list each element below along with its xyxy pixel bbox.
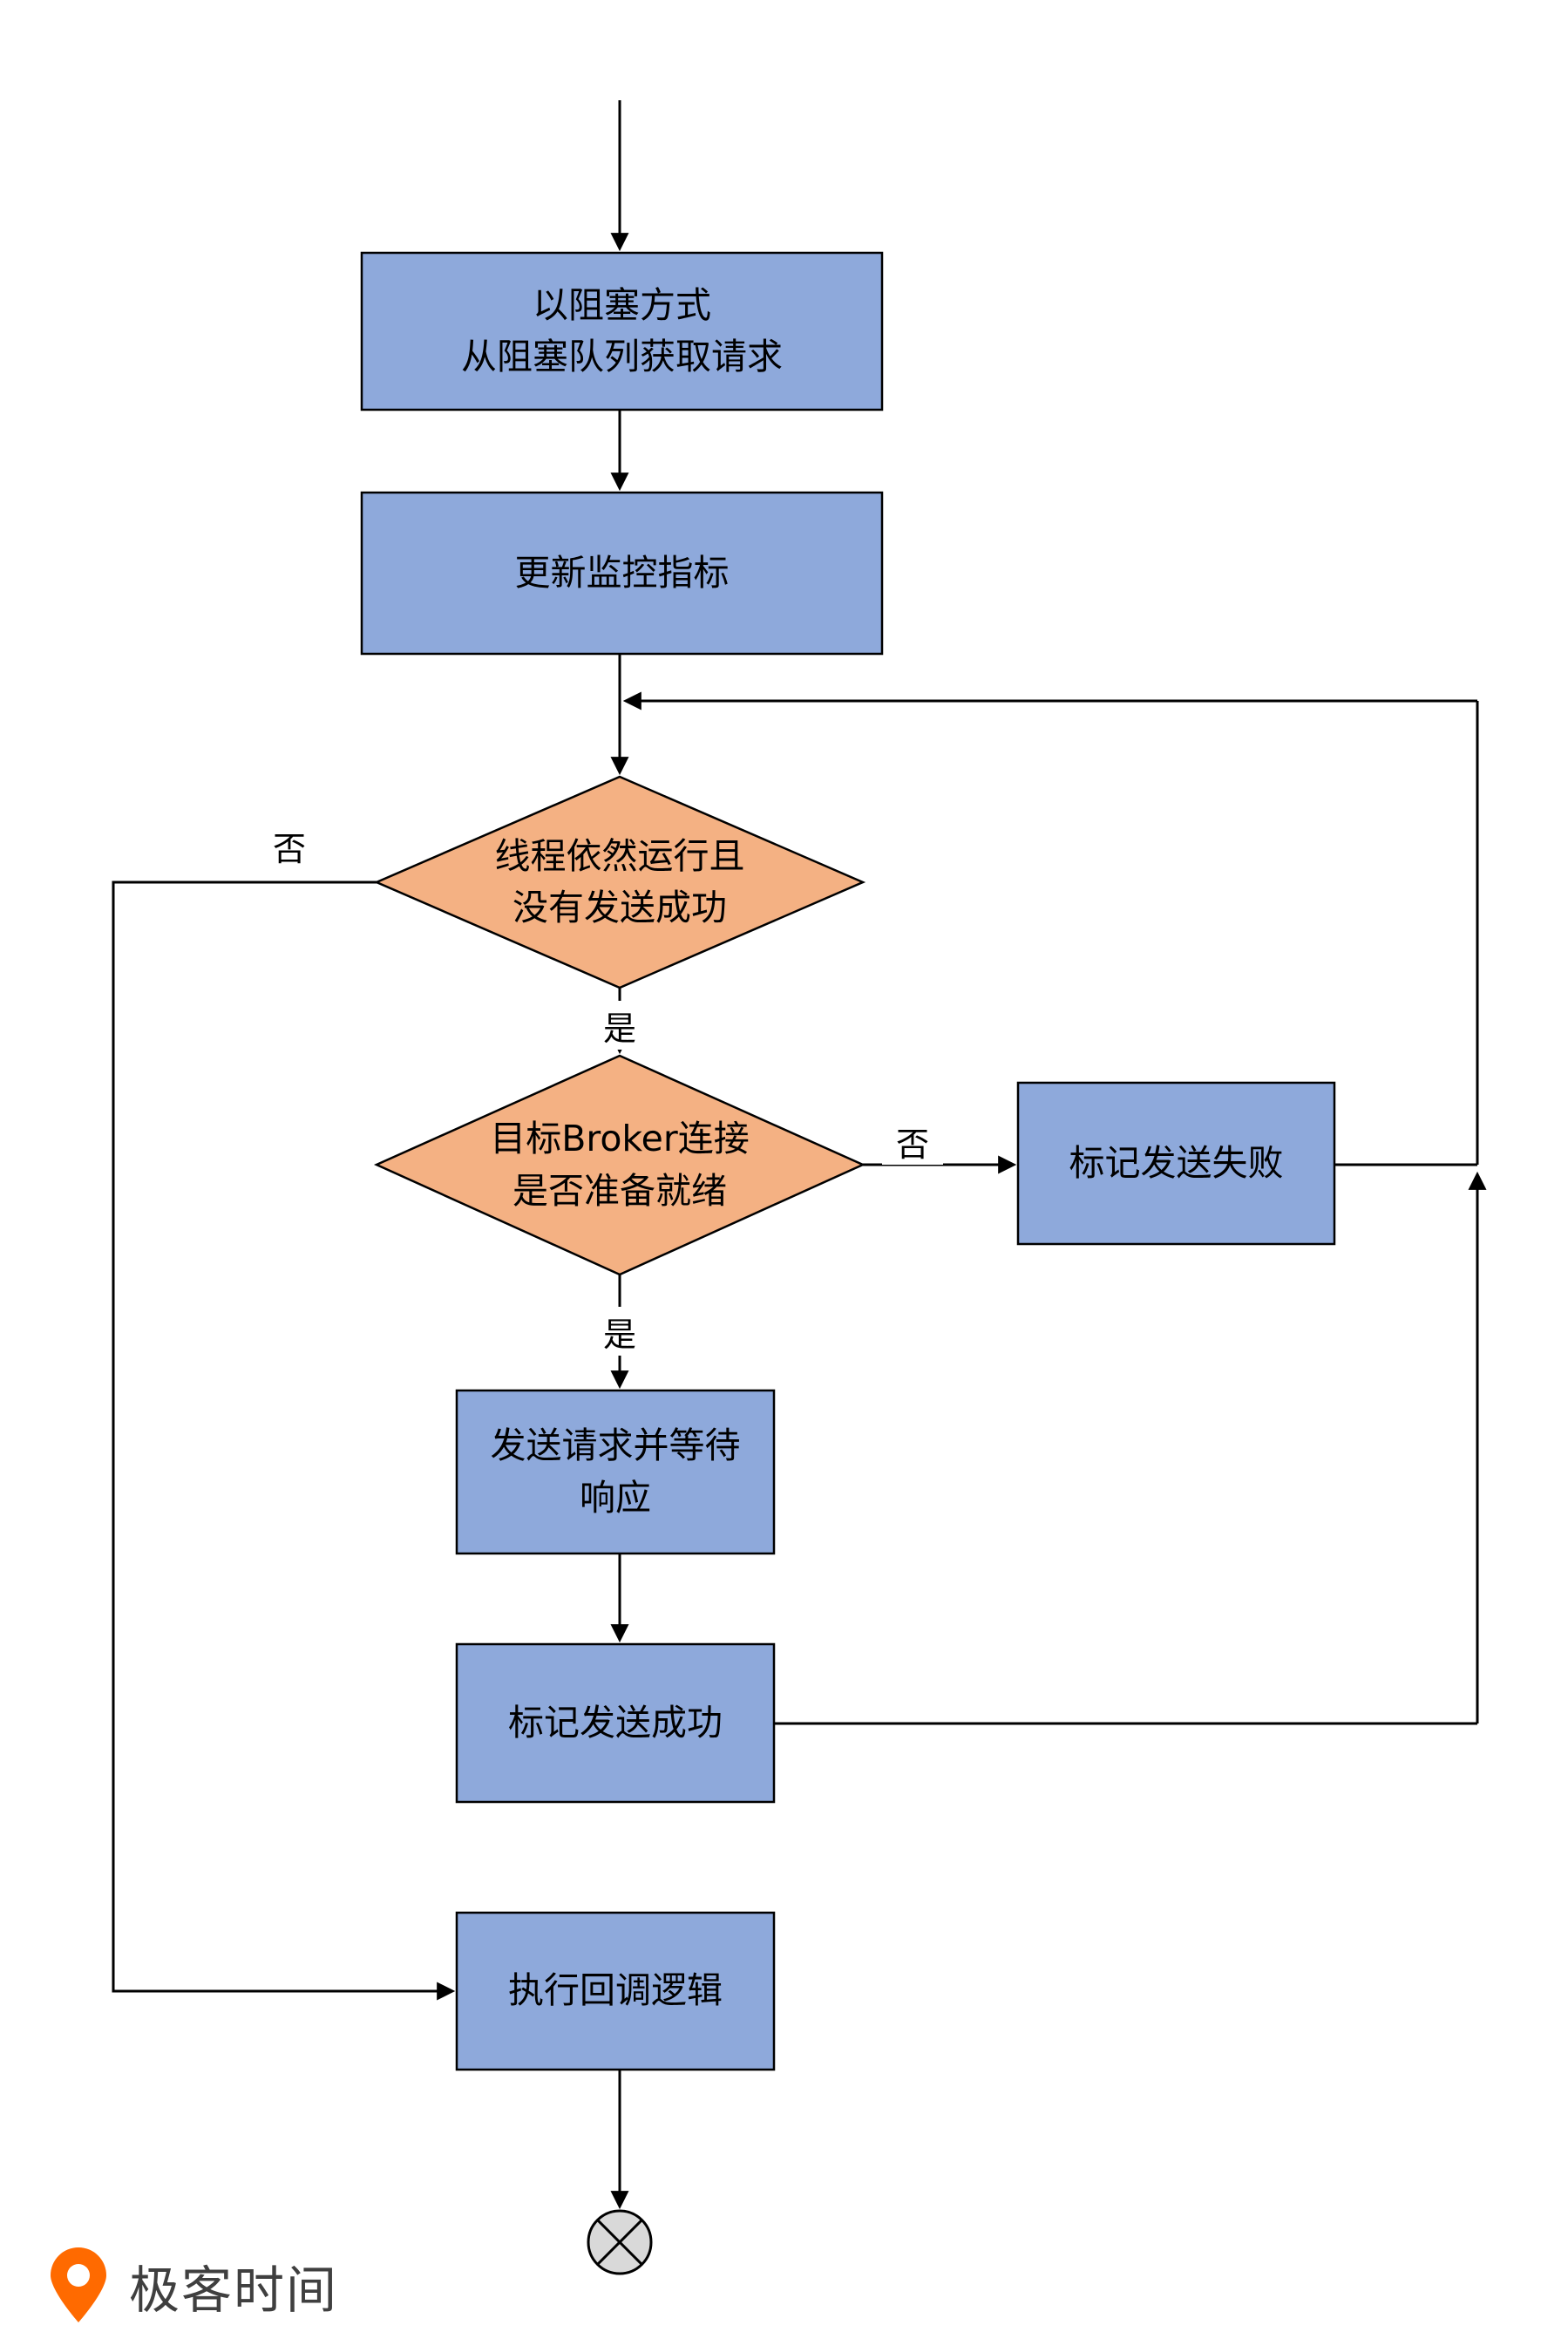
brand-name: 极客时间 [129, 2261, 339, 2320]
edge-thread-no-to-callback [112, 880, 456, 2001]
edge-label-broker-no: 否 [882, 1118, 943, 1165]
node-shapes [360, 251, 1336, 2071]
edge-label-thread-no: 否 [259, 821, 320, 870]
node-update-metrics-shape [360, 491, 884, 656]
node-mark-fail-shape [1016, 1081, 1336, 1246]
node-broker-decision-shape [373, 1054, 866, 1276]
edge-label-thread-yes: 是 [592, 1001, 648, 1050]
brand-footer: 极客时间 [44, 2247, 338, 2324]
edge-label-broker-yes: 是 [592, 1307, 648, 1356]
node-mark-success-shape [455, 1642, 776, 1804]
node-get-request-shape [360, 251, 884, 411]
geektime-logo-icon [51, 2247, 106, 2322]
connector-lines [112, 100, 1487, 2210]
node-thread-decision-shape [373, 775, 866, 989]
node-send-wait-shape [455, 1389, 776, 1555]
end-node-icon [587, 2209, 653, 2275]
node-callback-shape [455, 1911, 776, 2071]
